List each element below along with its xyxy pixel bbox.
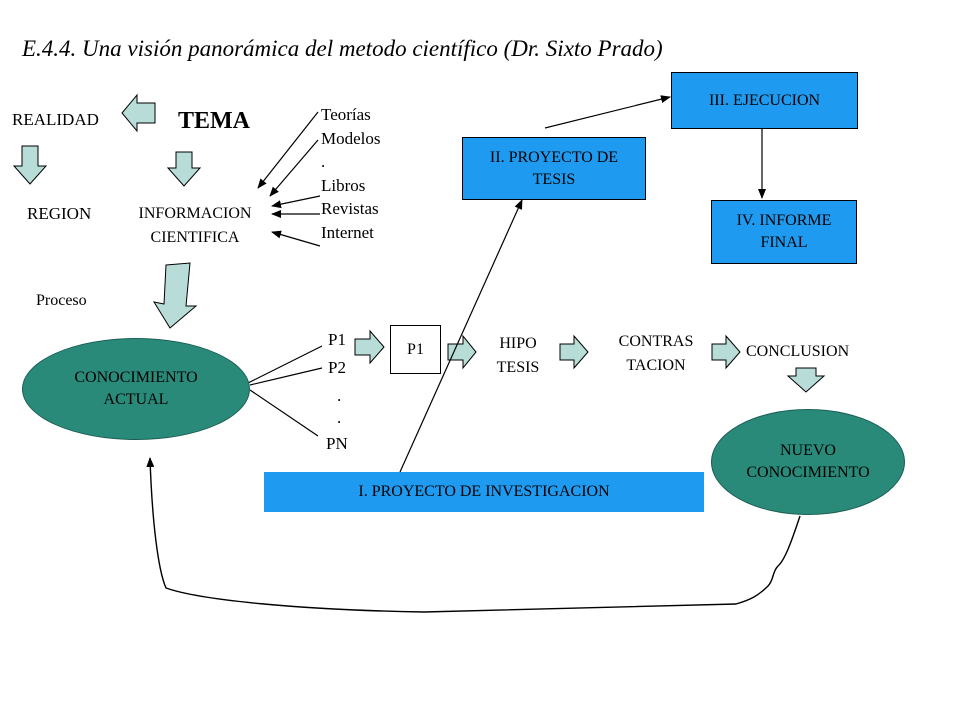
informe-final-line-2: FINAL: [760, 234, 808, 251]
informacion-line-2: CIENTIFICA: [150, 229, 240, 246]
hipotesis-line-2: TESIS: [496, 359, 540, 376]
proyecto-investigacion-box: I. PROYECTO DE INVESTIGACION: [264, 472, 704, 512]
block-arrow-right-icon: [447, 334, 477, 370]
problem-dot: .: [337, 408, 342, 427]
conocimiento-actual-node: CONOCIMIENTO ACTUAL: [22, 338, 250, 440]
problem-p1: P1: [328, 330, 346, 349]
block-arrow-right-icon: [354, 329, 385, 365]
source-item: Teorías: [321, 105, 371, 124]
informacion-line-1: INFORMACION: [138, 205, 252, 222]
contrastacion-line-2: TACION: [626, 357, 686, 374]
hipotesis-label: HIPO TESIS: [478, 332, 558, 380]
problem-dot: .: [337, 386, 342, 405]
source-item: .: [321, 152, 326, 171]
block-arrow-diagonal-icon: [152, 262, 198, 329]
proyecto-tesis-box: II. PROYECTO DE TESIS: [462, 137, 646, 200]
nuevo-conocimiento-line-1: NUEVO: [779, 442, 836, 459]
problem-p2: P2: [328, 358, 346, 377]
proyecto-tesis-line-1: II. PROYECTO DE: [489, 148, 619, 166]
block-arrow-left-icon: [121, 93, 156, 133]
source-item: Internet: [321, 222, 374, 242]
region-label: REGION: [27, 204, 92, 223]
sources-list: Teorías Modelos . Libros Revistas Intern…: [321, 103, 381, 244]
source-item: Modelos: [321, 128, 381, 148]
ejecucion-box: III. EJECUCION: [671, 72, 858, 129]
nuevo-conocimiento-node: NUEVO CONOCIMIENTO: [711, 409, 905, 515]
block-arrow-right-icon: [711, 334, 741, 370]
conclusion-label: CONCLUSION: [746, 343, 850, 360]
informe-final-box: IV. INFORME FINAL: [711, 200, 857, 264]
realidad-label: REALIDAD: [12, 110, 99, 129]
block-arrow-down-icon: [12, 145, 48, 185]
contrastacion-line-1: CONTRAS: [618, 333, 694, 350]
informacion-cientifica-label: INFORMACION CIENTIFICA: [120, 202, 270, 250]
p1-box: P1: [390, 325, 441, 374]
nuevo-conocimiento-line-2: CONOCIMIENTO: [746, 464, 870, 481]
block-arrow-down-icon: [786, 367, 826, 393]
block-arrow-down-icon: [166, 151, 202, 187]
informe-final-line-1: IV. INFORME: [736, 212, 832, 229]
proceso-label: Proceso: [36, 292, 87, 309]
proyecto-tesis-line-2: TESIS: [532, 170, 576, 188]
problem-pn: PN: [326, 434, 348, 453]
source-item: Revistas: [321, 199, 379, 218]
contrastacion-label: CONTRAS TACION: [600, 330, 712, 378]
conocimiento-actual-line-1: CONOCIMIENTO: [74, 369, 198, 386]
tema-label: TEMA: [178, 108, 250, 134]
page-title: E.4.4. Una visión panorámica del metodo …: [22, 36, 663, 61]
source-item: Libros: [321, 175, 366, 195]
conocimiento-actual-line-2: ACTUAL: [103, 391, 169, 408]
block-arrow-right-icon: [559, 334, 589, 370]
hipotesis-line-1: HIPO: [499, 335, 537, 352]
